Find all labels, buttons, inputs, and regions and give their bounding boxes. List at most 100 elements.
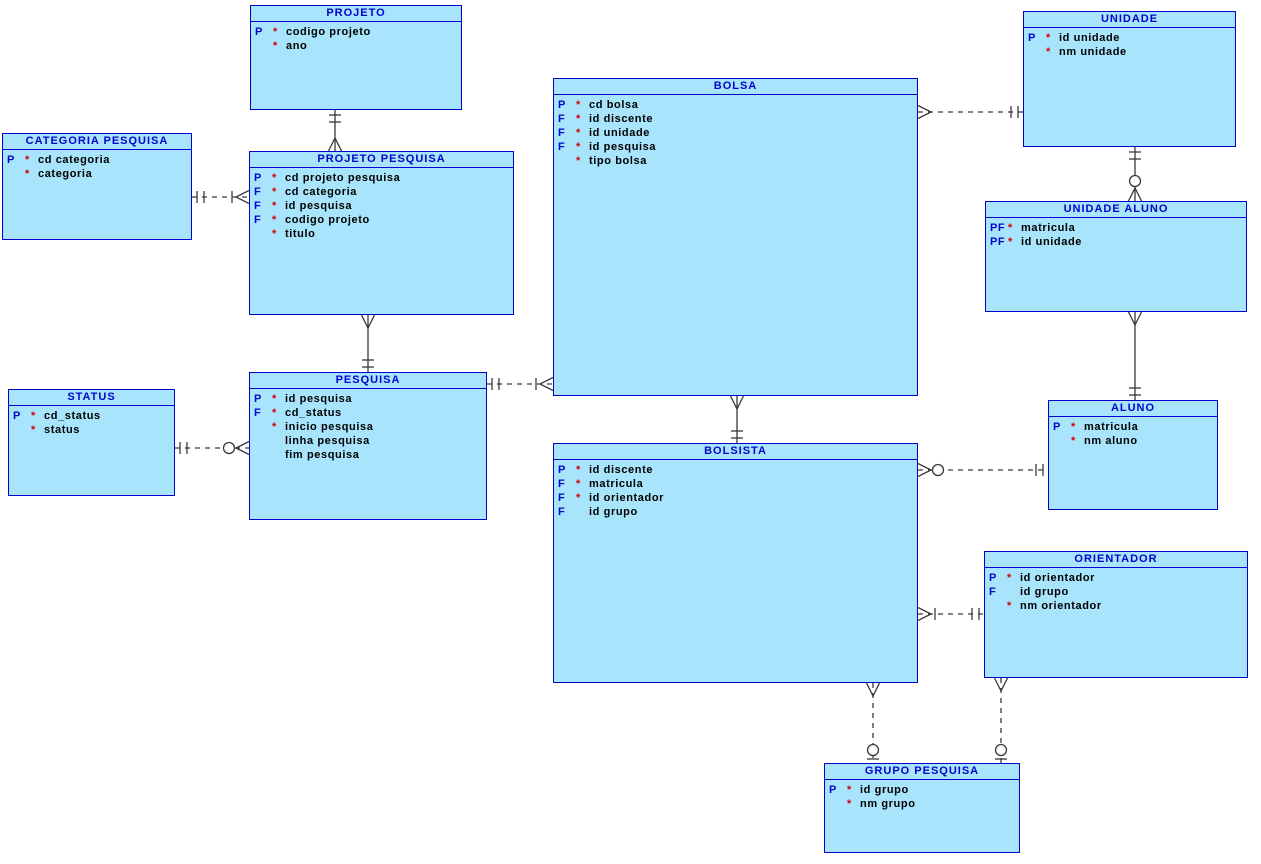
attribute-name: cd_status: [285, 407, 342, 419]
relationship-categoria-projeto_pesquisa[interactable]: [192, 189, 250, 205]
required-star: *: [576, 113, 581, 125]
key-flag: F: [558, 113, 566, 125]
required-star: *: [576, 492, 581, 504]
relationship-pesquisa-bolsa[interactable]: [487, 376, 554, 392]
entity-status[interactable]: STATUS P*cd_status* status: [8, 389, 175, 496]
attribute-name: id orientador: [589, 492, 665, 504]
attribute-name: status: [44, 424, 80, 436]
required-star: *: [31, 424, 36, 436]
attribute-row: F*id pesquisa: [554, 140, 917, 154]
attribute-name: id discente: [589, 464, 654, 476]
key-flag: F: [254, 200, 262, 212]
key-flag: PF: [990, 222, 1006, 234]
key-flag: F: [254, 186, 262, 198]
attribute-row: F * matricula: [554, 477, 917, 491]
required-star: *: [272, 393, 277, 405]
required-star: *: [272, 407, 277, 419]
relationship-unidade_aluno-aluno[interactable]: [1127, 311, 1143, 400]
relationship-bolsista-grupo_pesquisa[interactable]: [865, 682, 881, 763]
key-flag: P: [7, 154, 15, 166]
attribute-name: codigo projeto: [286, 26, 371, 38]
key-flag: F: [558, 492, 566, 504]
attribute-row: P*id orientador: [985, 571, 1247, 585]
required-star: *: [1046, 46, 1051, 58]
relationship-bolsa-bolsista[interactable]: [729, 395, 745, 443]
attribute-row: fim pesquisa: [250, 448, 486, 462]
entity-title: UNIDADE ALUNO: [986, 202, 1246, 218]
attribute-row: F * id pesquisa: [250, 199, 513, 213]
attribute-row: P*id discente: [554, 463, 917, 477]
attribute-name: id orientador: [1020, 572, 1096, 584]
attribute-row: P*cd_status: [9, 409, 174, 423]
attribute-row: F*cd categoria: [250, 185, 513, 199]
attribute-name: titulo: [285, 228, 316, 240]
attribute-name: id grupo: [860, 784, 909, 796]
entity-title: BOLSA: [554, 79, 917, 95]
attribute-row: F*codigo projeto: [250, 213, 513, 227]
required-star: *: [576, 99, 581, 111]
required-star: *: [1007, 600, 1012, 612]
key-flag: P: [558, 99, 566, 111]
attribute-name: id grupo: [1020, 586, 1069, 598]
relationship-bolsa-unidade[interactable]: [917, 104, 1023, 120]
relationship-status-pesquisa[interactable]: [175, 440, 250, 456]
attribute-name: nm unidade: [1059, 46, 1127, 58]
attribute-name: matricula: [589, 478, 644, 490]
entity-attribute-list: P*id unidade* nm unidade: [1024, 28, 1235, 59]
required-star: *: [1007, 572, 1012, 584]
relationship-bolsista-orientador[interactable]: [917, 606, 984, 622]
attribute-row: P*matricula: [1049, 420, 1217, 434]
attribute-row: P*id grupo: [825, 783, 1019, 797]
key-flag: P: [829, 784, 837, 796]
attribute-name: id unidade: [1059, 32, 1120, 44]
attribute-name: codigo projeto: [285, 214, 370, 226]
attribute-row: P*id pesquisa: [250, 392, 486, 406]
attribute-name: id grupo: [589, 506, 638, 518]
attribute-name: id pesquisa: [589, 141, 657, 153]
key-flag: P: [13, 410, 21, 422]
relationship-bolsista-aluno[interactable]: [917, 462, 1048, 478]
required-star: *: [272, 200, 277, 212]
attribute-row: * categoria: [3, 167, 191, 181]
entity-title: BOLSISTA: [554, 444, 917, 460]
attribute-name: cd_status: [44, 410, 101, 422]
required-star: *: [25, 154, 30, 166]
key-flag: F: [558, 478, 566, 490]
attribute-name: categoria: [38, 168, 93, 180]
entity-title: ORIENTADOR: [985, 552, 1247, 568]
required-star: *: [576, 478, 581, 490]
attribute-row: *ano: [251, 39, 461, 53]
entity-title: STATUS: [9, 390, 174, 406]
relationship-unidade-unidade_aluno[interactable]: [1127, 147, 1143, 202]
required-star: *: [25, 168, 30, 180]
key-flag: P: [1028, 32, 1036, 44]
required-star: *: [272, 421, 277, 433]
relationship-projeto-projeto_pesquisa[interactable]: [327, 110, 343, 152]
attribute-name: id pesquisa: [285, 200, 353, 212]
attribute-row: *inicio pesquisa: [250, 420, 486, 434]
key-flag: P: [254, 393, 262, 405]
key-flag: F: [558, 127, 566, 139]
attribute-name: nm grupo: [860, 798, 916, 810]
relationship-projeto_pesquisa-pesquisa[interactable]: [360, 314, 376, 372]
entity-attribute-list: P * cd categoria * categoria: [3, 150, 191, 181]
relationship-orientador-grupo_pesquisa[interactable]: [993, 677, 1009, 763]
attribute-row: P*id unidade: [1024, 31, 1235, 45]
key-flag: P: [558, 464, 566, 476]
attribute-name: cd categoria: [38, 154, 111, 166]
entity-attribute-list: P*matricula*nm aluno: [1049, 417, 1217, 448]
required-star: *: [272, 186, 277, 198]
required-star: *: [273, 40, 278, 52]
key-flag: F: [254, 214, 262, 226]
